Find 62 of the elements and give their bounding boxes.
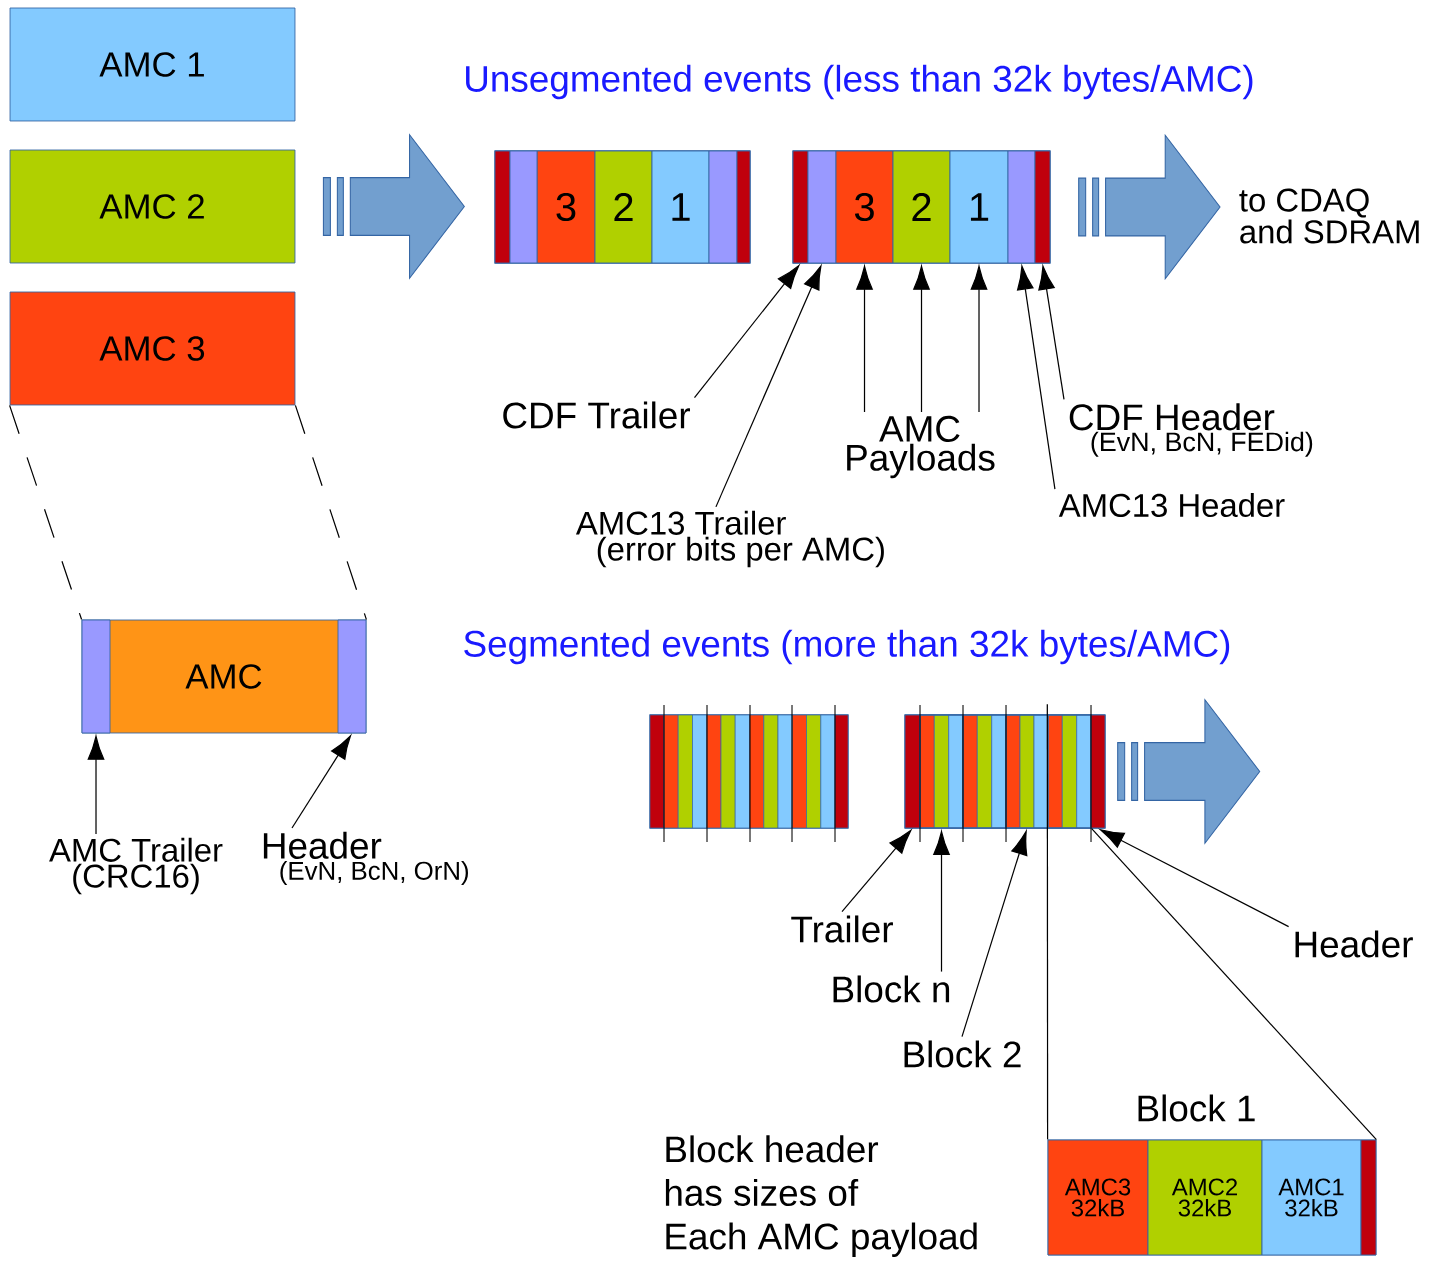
payload-segment: 1	[651, 150, 710, 264]
projection-line	[294, 404, 368, 621]
arrow	[291, 735, 352, 829]
arrow	[693, 265, 800, 399]
leader-line	[1091, 828, 1378, 1141]
module-box: AMC 1	[9, 7, 296, 122]
header-bar	[337, 619, 367, 734]
arrow	[841, 829, 912, 913]
block-heading: Block 1	[1138, 1094, 1255, 1122]
part-label: Header	[1295, 930, 1413, 958]
arrow	[1099, 829, 1290, 928]
trailer-bar	[807, 150, 837, 264]
block-segment	[962, 714, 1007, 829]
arrow	[1038, 265, 1065, 401]
block-arrow	[1078, 133, 1221, 281]
part-label: Block 2	[904, 1040, 1021, 1068]
part-label: AMC13 Header	[1058, 492, 1285, 518]
segmented-event	[649, 714, 849, 829]
part-label: AMC Trailer (CRC16)	[49, 837, 223, 895]
module-box: AMC 2	[9, 149, 296, 264]
part-label: Block n	[833, 975, 950, 1003]
trailer-bar	[81, 619, 111, 734]
section-title: Unsegmented events (less than 32k bytes/AMC)	[466, 64, 1253, 100]
header-bar	[1360, 1139, 1377, 1256]
arrow	[87, 735, 105, 835]
block-arrow	[322, 133, 465, 280]
payload-segment: 3	[536, 150, 596, 264]
module-box: AMC 3	[9, 291, 296, 406]
part-label: CDF Header (EvN, BcN, FEDid)	[1069, 403, 1313, 457]
payload-segment: 2	[892, 150, 951, 264]
payload-segment: AMC1 32kB	[1261, 1139, 1362, 1256]
trailer-bar	[509, 150, 538, 264]
arrow	[970, 265, 988, 413]
header-bar	[736, 150, 751, 264]
note-text: Block header has sizes of Each AMC payload	[665, 1135, 977, 1257]
header-bar	[1034, 150, 1051, 264]
payload-segment: 1	[949, 150, 1009, 264]
destination-label: to CDAQ and SDRAM	[1239, 188, 1419, 244]
arrow	[961, 830, 1028, 1038]
arrow	[1016, 265, 1056, 490]
payload-segment: 3	[835, 150, 894, 264]
projection-line	[8, 404, 83, 621]
payload-segment: AMC3 32kB	[1047, 1139, 1149, 1256]
header-bar	[708, 150, 738, 264]
payload-segment: AMC2 32kB	[1147, 1139, 1263, 1256]
section-title: Segmented events (more than 32k bytes/AMC)	[464, 629, 1230, 665]
arrow	[913, 265, 930, 413]
part-label: Header (EvN, BcN, OrN)	[263, 831, 468, 886]
part-label: Trailer	[791, 915, 893, 943]
part-label: AMC13 Trailer (error bits per AMC)	[575, 510, 884, 568]
payload-segment: 2	[594, 150, 653, 264]
part-label: CDF Trailer	[503, 401, 690, 429]
block-segment	[1047, 714, 1092, 829]
leader-line	[1046, 703, 1049, 1141]
block-segment	[919, 714, 964, 829]
arrow	[933, 830, 950, 973]
block-segment	[1005, 714, 1049, 829]
header-bar	[1007, 150, 1036, 264]
arrow	[856, 265, 873, 413]
part-label: AMC Payloads	[847, 415, 995, 479]
block-arrow	[1117, 698, 1261, 845]
arrow	[715, 265, 822, 508]
